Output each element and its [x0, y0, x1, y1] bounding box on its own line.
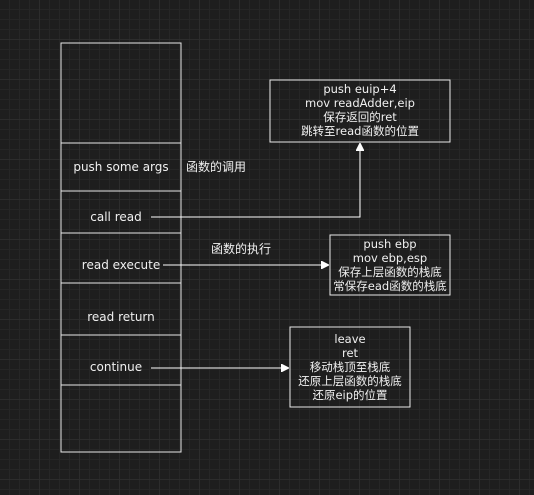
note-call-box: [269, 79, 451, 143]
note-call-line-1: push euip+4: [323, 82, 396, 96]
stack-label-read-return: read return: [87, 310, 155, 324]
stack-cell-bottom: [60, 384, 182, 453]
stack-cell-read-return: [60, 282, 182, 336]
annotation-function-execute: 函数的执行: [211, 241, 271, 256]
annotation-function-call: 函数的调用: [186, 159, 246, 174]
arrow-call-to-note: [151, 144, 360, 218]
stack-label-push-args: push some args: [73, 160, 168, 174]
note-execute-line-4: 常保存ead函数的栈底: [333, 279, 447, 293]
note-execute-line-3: 保存上层函数的栈底: [338, 265, 442, 279]
note-return-line-1: leave: [334, 332, 365, 346]
note-call: push euip+4 mov readAdder,eip 保存返回的ret 跳…: [269, 79, 451, 143]
note-return-line-4: 还原上层函数的栈底: [298, 374, 402, 388]
note-execute: push ebp mov ebp,esp 保存上层函数的栈底 常保存ead函数的…: [329, 234, 451, 296]
note-execute-line-2: mov ebp,esp: [353, 251, 427, 265]
note-call-line-4: 跳转至read函数的位置: [301, 124, 419, 138]
stack-cell-top: [60, 42, 182, 144]
note-return-line-2: ret: [342, 346, 359, 360]
note-call-line-3: 保存返回的ret: [323, 110, 397, 124]
note-execute-line-1: push ebp: [363, 237, 416, 251]
note-return-line-3: 移动栈顶至栈底: [310, 360, 391, 374]
stack-label-continue: continue: [90, 360, 142, 374]
note-execute-box: [329, 234, 451, 296]
note-return: leave ret 移动栈顶至栈底 还原上层函数的栈底 还原eip的位置: [289, 326, 411, 408]
stack-column: push some args call read read execute re…: [60, 42, 182, 453]
note-return-line-5: 还原eip的位置: [312, 388, 387, 402]
stack-label-read-execute: read execute: [82, 258, 160, 272]
stack-label-call-read: call read: [90, 210, 141, 224]
note-return-box: [289, 326, 411, 408]
note-call-line-2: mov readAdder,eip: [305, 96, 415, 110]
